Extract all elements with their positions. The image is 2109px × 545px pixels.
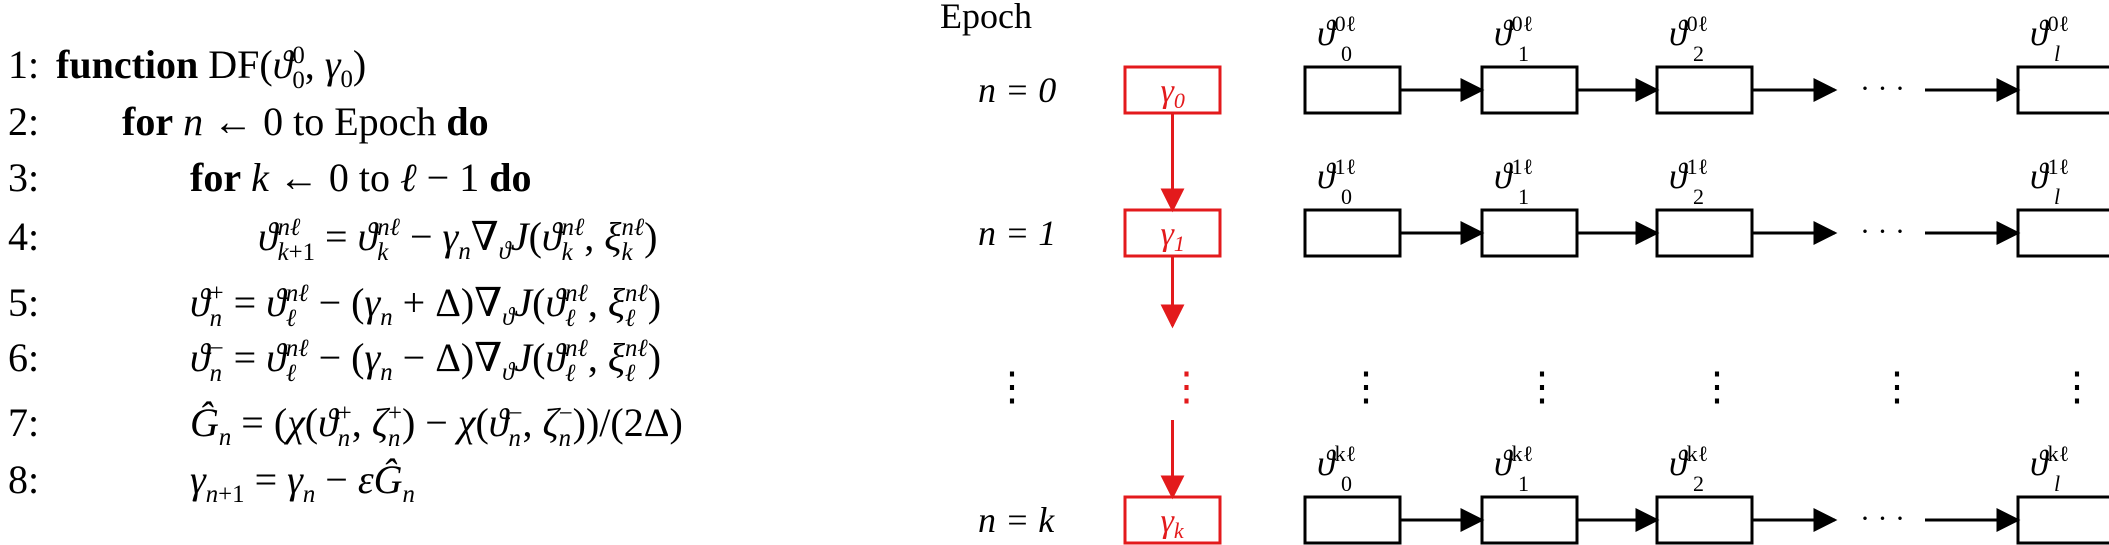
horizontal-ellipsis: · · · [1860,502,1905,535]
parameter-box [1655,65,1754,115]
horizontal-ellipsis: · · · [1860,72,1905,105]
row-label: n = 0 [978,70,1056,110]
line-number: 4: [8,214,40,259]
keyword-function: function [56,42,199,87]
parameter-box [1655,495,1754,545]
line-number: 3: [8,155,40,200]
vertical-ellipsis: ⋮ [992,364,1032,409]
line-number: 8: [8,457,40,502]
vertical-ellipsis: ⋮ [1697,364,1737,409]
horizontal-ellipsis: · · · [1860,215,1905,248]
vertical-ellipsis: ⋮ [2057,364,2097,409]
line-number: 2: [8,99,40,144]
gradient-estimate-equation: Ĝn = (χ(ϑ+n, ζ+n) − χ(ϑ−n, ζ−n))/(2Δ) [190,400,683,452]
vertical-ellipsis: ⋮ [1877,364,1917,409]
line-number: 5: [8,280,40,325]
parameter-box [1655,208,1754,258]
row-label: n = k [978,500,1055,540]
parameter-box [1480,208,1579,258]
parameter-box [1303,208,1402,258]
step-size-update-equation: γn+1 = γn − εĜn [190,457,415,508]
keyword-for: for [122,99,174,144]
vertical-ellipsis-row: ⋮ ⋮ ⋮ ⋮ ⋮ ⋮ [992,364,2097,409]
parameter-box [1480,495,1579,545]
line-number: 6: [8,335,40,380]
parameter-box [1303,495,1402,545]
keyword-for: for [190,155,242,200]
parameter-box [2016,65,2109,115]
line-number: 7: [8,400,40,445]
gamma-vertical-ellipsis: ⋮ [1167,364,1207,409]
gamma-chain: ⋮ [1160,113,1207,500]
keyword-do: do [446,99,489,144]
line-number: 1: [8,42,40,87]
vertical-ellipsis: ⋮ [1522,364,1562,409]
parameter-box [2016,495,2109,545]
parameter-box [1303,65,1402,115]
keyword-do: do [489,155,532,200]
vertical-ellipsis: ⋮ [1346,364,1386,409]
row-label: n = 1 [978,213,1056,253]
gamma-box [1123,65,1222,115]
parameter-box [1480,65,1579,115]
parameter-box [2016,208,2109,258]
epoch-header: Epoch [940,0,1032,36]
gamma-box [1123,208,1222,258]
